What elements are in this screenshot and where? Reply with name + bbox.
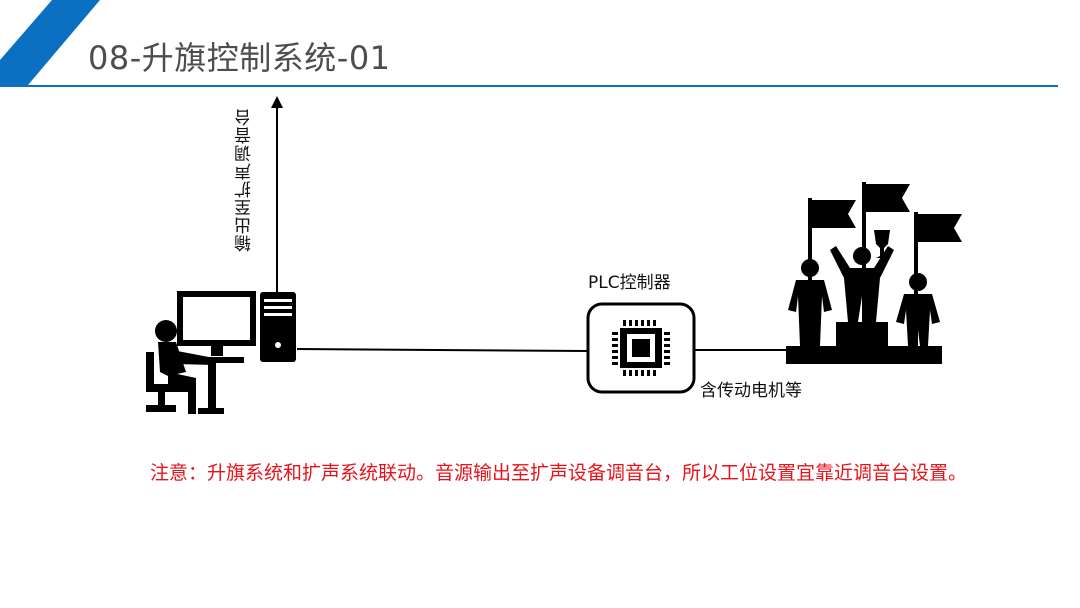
flag-raising-icon: [786, 182, 962, 364]
motor-label: 含传动电机等: [700, 381, 802, 401]
note-text: 注意：升旗系统和扩声系统联动。音源输出至扩声设备调音台，所以工位设置宜靠近调音台…: [150, 462, 968, 484]
computer-user-icon: [146, 291, 256, 414]
slide-title: 08-升旗控制系统-01: [88, 39, 391, 77]
pc-tower-icon: [260, 292, 296, 362]
pc-to-plc-line: [296, 348, 589, 352]
accent-stripe: [0, 0, 100, 85]
plc-controller-label: PLC控制器: [588, 273, 671, 293]
chip-icon: [586, 302, 696, 394]
title-underline: [0, 85, 1058, 87]
header-decoration: [0, 0, 100, 85]
audio-output-label: 输出至扩声调音台: [235, 108, 255, 252]
